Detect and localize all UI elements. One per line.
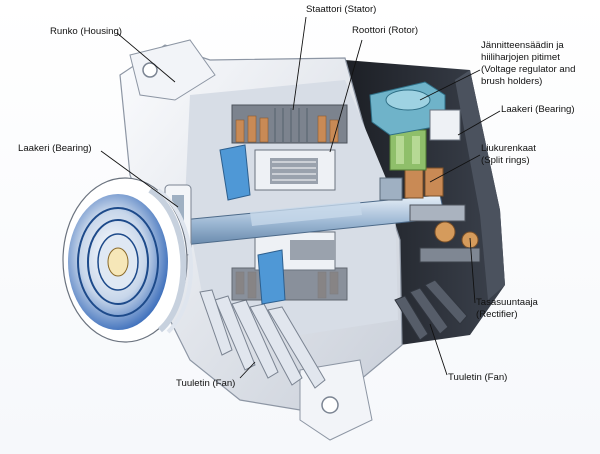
rotor bbox=[219, 144, 336, 305]
rear-fan bbox=[394, 279, 468, 341]
label-fan-left: Tuuletin (Fan) bbox=[176, 378, 236, 389]
brush-holders bbox=[389, 129, 427, 171]
voltage-regulator bbox=[369, 81, 461, 141]
rectifier bbox=[409, 204, 481, 263]
label-voltage-regulator: Jännitteensäädin ja hiiliharjojen pitime… bbox=[481, 40, 576, 87]
leader-lines bbox=[100, 16, 501, 379]
stator bbox=[231, 104, 348, 301]
label-stator: Staattori (Stator) bbox=[306, 4, 377, 15]
front-fan bbox=[199, 289, 326, 389]
label-housing: Runko (Housing) bbox=[50, 26, 122, 37]
label-rectifier: Tasasuuntaaja (Rectifier) bbox=[476, 297, 538, 320]
label-fan-right: Tuuletin (Fan) bbox=[448, 372, 508, 383]
label-rotor: Roottori (Rotor) bbox=[352, 25, 419, 36]
slip-rings bbox=[379, 167, 444, 201]
label-split-rings: Liukurenkaat (Split rings) bbox=[481, 143, 536, 166]
pulley bbox=[62, 177, 193, 343]
label-bearing-left: Laakeri (Bearing) bbox=[18, 143, 92, 154]
label-bearing-right: Laakeri (Bearing) bbox=[501, 104, 575, 115]
